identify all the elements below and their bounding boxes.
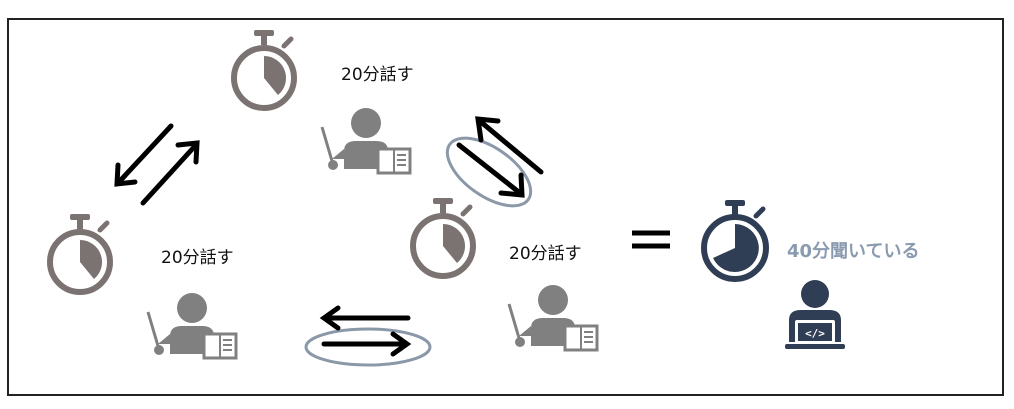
exchange-arrows-right — [456, 116, 544, 198]
diagram-frame — [7, 18, 1004, 396]
exchange-arrows-left — [114, 123, 200, 206]
teacher-icon — [146, 291, 238, 360]
speaker-label: 20分話す — [509, 244, 582, 264]
result-label: 40分聞いている — [787, 241, 920, 262]
speaker-label: 20分話す — [161, 248, 234, 268]
highlight-ellipse — [304, 327, 432, 367]
stopwatch-icon — [413, 198, 473, 276]
stopwatch-icon — [234, 30, 294, 108]
listener-laptop-icon: </> — [785, 280, 845, 349]
equals-sign — [632, 230, 670, 249]
stopwatch-icon — [701, 200, 769, 282]
stopwatch-icon — [50, 214, 110, 292]
exchange-arrows-bottom — [319, 305, 412, 357]
speaker-label: 20分話す — [341, 65, 414, 85]
teacher-icon — [320, 106, 412, 175]
highlight-ellipse — [445, 136, 533, 208]
svg-text:</>: </> — [805, 327, 825, 340]
teacher-icon — [507, 283, 599, 352]
